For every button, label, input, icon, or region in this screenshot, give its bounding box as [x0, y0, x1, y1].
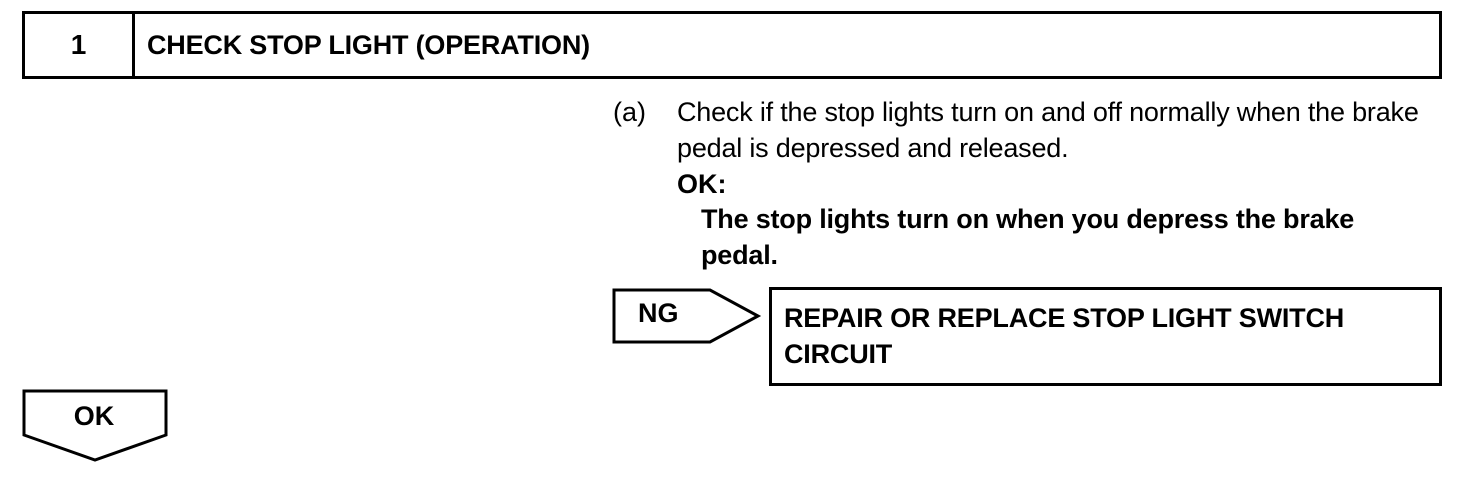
step-title: CHECK STOP LIGHT (OPERATION)	[147, 29, 590, 60]
ok-arrow: OK	[22, 389, 168, 463]
ok-criteria-label: OK:	[677, 169, 727, 199]
repair-action-box: REPAIR OR REPLACE STOP LIGHT SWITCH CIRC…	[769, 287, 1442, 386]
ok-criteria-text: The stop lights turn on when you depress…	[701, 204, 1355, 270]
ng-arrow: NG	[612, 288, 762, 344]
ng-label: NG	[638, 298, 679, 328]
step-header: 1 CHECK STOP LIGHT (OPERATION)	[22, 11, 1442, 79]
instruction-label: (a)	[613, 97, 646, 127]
instruction-text: Check if the stop lights turn on and off…	[677, 97, 1419, 163]
right-arrow-icon	[612, 288, 762, 344]
down-arrow-icon	[22, 389, 168, 462]
ok-label: OK	[73, 401, 115, 431]
step-number: 1	[25, 14, 135, 76]
